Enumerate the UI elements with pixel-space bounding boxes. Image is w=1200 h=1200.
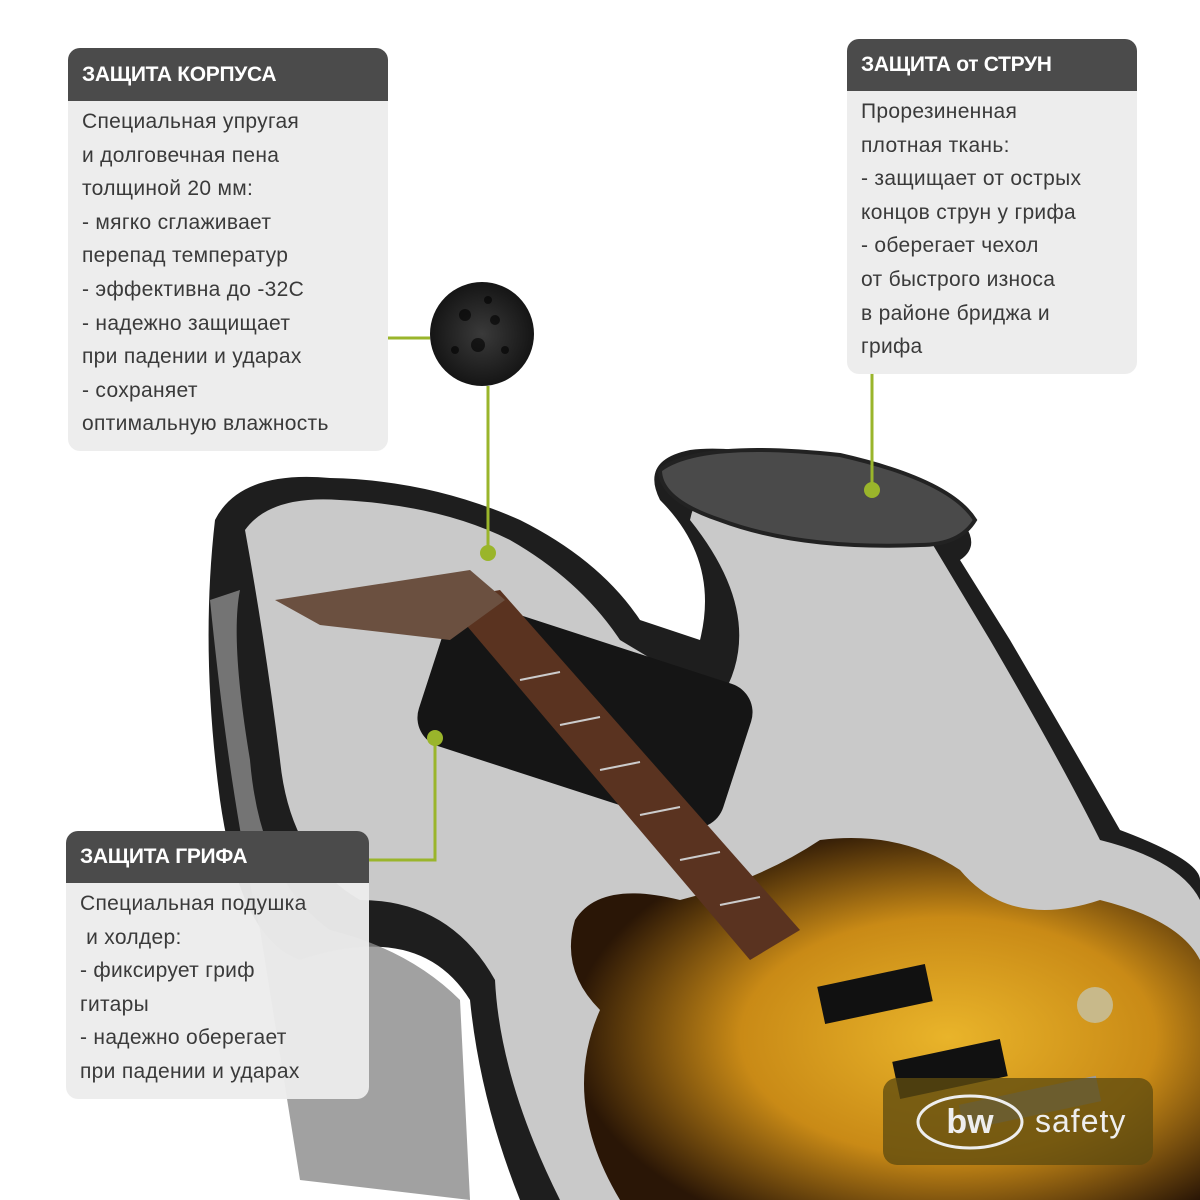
panel-line: плотная ткань: xyxy=(861,133,1010,157)
panel-line: - фиксирует гриф xyxy=(80,959,255,983)
bw-logo-icon: bw xyxy=(916,1094,1024,1149)
panel-title: ЗАЩИТА от СТРУН xyxy=(847,39,1137,91)
panel-line: от быстрого износа xyxy=(861,267,1056,291)
panel-line: перепад температур xyxy=(82,244,289,268)
brand-logo: bw safety xyxy=(883,1078,1153,1165)
neck-patch xyxy=(657,448,978,548)
panel-body: Специальная упругая и долговечная пена т… xyxy=(68,101,388,451)
panel-body: Прорезиненная плотная ткань: - защищает … xyxy=(847,91,1137,374)
panel-line: и холдер: xyxy=(80,925,182,949)
panel-line: толщиной 20 мм: xyxy=(82,177,254,201)
panel-line: - мягко сглаживает xyxy=(82,210,272,234)
pickup xyxy=(817,963,933,1025)
svg-text:bw: bw xyxy=(946,1103,994,1141)
panel-line: Специальная упругая xyxy=(82,110,300,133)
callout-dot xyxy=(480,545,496,561)
panel-line: в районе бриджа и xyxy=(861,301,1050,325)
panel-line: при падении и ударах xyxy=(82,345,302,369)
panel-line: гитары xyxy=(80,992,150,1016)
body-protection-panel: ЗАЩИТА КОРПУСА Специальная упругая и дол… xyxy=(68,48,388,451)
knob xyxy=(1077,987,1113,1023)
case-side-fabric xyxy=(210,590,470,1200)
panel-line: и долговечная пена xyxy=(82,143,280,167)
panel-line: при падении и ударах xyxy=(80,1059,300,1083)
foam-sample xyxy=(430,282,534,386)
panel-line: грифа xyxy=(861,335,923,359)
panel-line: оптимальную влажность xyxy=(82,412,329,436)
callout-dot xyxy=(864,482,880,498)
panel-line: - надежно защищает xyxy=(82,311,291,335)
panel-line: - защищает от острых xyxy=(861,167,1082,191)
panel-line: - эффективна до -32С xyxy=(82,277,305,301)
neck-protection-panel: ЗАЩИТА ГРИФА Специальная подушка и холде… xyxy=(66,831,369,1099)
panel-line: концов струн у грифа xyxy=(861,200,1077,224)
panel-line: Прорезиненная xyxy=(861,100,1018,123)
panel-title: ЗАЩИТА КОРПУСА xyxy=(68,48,388,101)
string-protection-panel: ЗАЩИТА от СТРУН Прорезиненная плотная тк… xyxy=(847,39,1137,374)
headstock xyxy=(275,570,505,640)
panel-line: - оберегает чехол xyxy=(861,234,1039,258)
callout-dot xyxy=(427,730,443,746)
panel-line: - сохраняет xyxy=(82,378,198,402)
panel-body: Специальная подушка и холдер: - фиксируе… xyxy=(66,883,369,1099)
brand-word: safety xyxy=(1035,1103,1127,1139)
panel-title: ЗАЩИТА ГРИФА xyxy=(66,831,369,883)
panel-line: - надежно оберегает xyxy=(80,1026,287,1050)
guitar-neck xyxy=(445,590,800,960)
panel-line: Специальная подушка xyxy=(80,892,307,915)
